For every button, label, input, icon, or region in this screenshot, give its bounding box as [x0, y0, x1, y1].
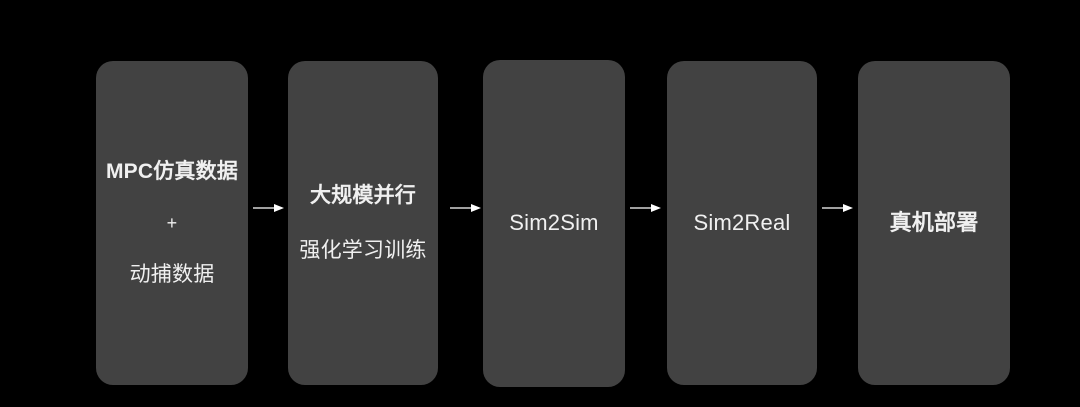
pipeline-stage-3: Sim2Sim [483, 60, 625, 387]
pipeline-stage-4: Sim2Real [667, 61, 817, 385]
pipeline-stage-5: 真机部署 [858, 61, 1010, 385]
stage-2-line-2: 强化学习训练 [299, 238, 427, 262]
stage-3-line-1: Sim2Sim [509, 210, 599, 236]
arrow-right-icon [253, 198, 285, 218]
arrow-right-icon [630, 198, 662, 218]
stage-1-line-3: 动捕数据 [129, 263, 215, 287]
stage-1-plus-symbol: + [166, 212, 178, 233]
stage-1-line-1: MPC仿真数据 [105, 159, 239, 183]
arrow-right-icon [822, 198, 854, 218]
pipeline-stage-2: 大规模并行 强化学习训练 [288, 61, 438, 385]
arrow-right-icon [450, 198, 482, 218]
stage-5-line-1: 真机部署 [889, 209, 979, 235]
stage-2-line-1: 大规模并行 [310, 184, 416, 208]
pipeline-stage-1: MPC仿真数据 + 动捕数据 [96, 61, 248, 385]
stage-4-line-1: Sim2Real [693, 209, 791, 235]
